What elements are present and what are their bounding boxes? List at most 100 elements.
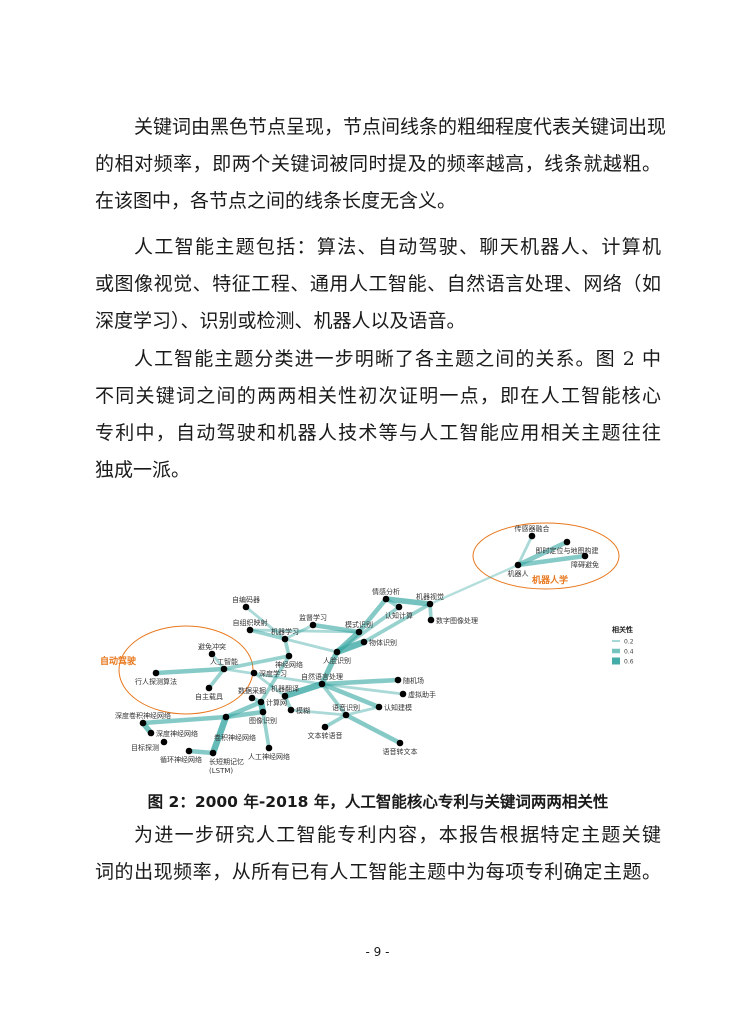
node-label: 监督学习 (299, 613, 327, 622)
network-edge (344, 705, 381, 717)
cluster-label: 自动驾驶 (100, 655, 137, 667)
network-edge (222, 654, 291, 671)
node-label: 人脸识别 (323, 656, 351, 665)
node-label: 随机场 (403, 676, 424, 685)
network-node (426, 600, 434, 608)
node-label: 卷积神经网络 (214, 733, 256, 742)
network-edge (383, 596, 433, 607)
node-label: 模糊 (296, 706, 310, 715)
paragraph-line: 在该图中，各节点之间的线条长度无含义。 (95, 190, 457, 212)
paragraph-line: 的相对频率，即两个关键词被同时提及的频率越高，线条就越粗。 (95, 153, 661, 175)
network-edge (515, 553, 588, 568)
node-label: 避免冲突 (198, 642, 226, 651)
network-node (265, 744, 273, 752)
network-edge (319, 649, 340, 687)
node-label: 模式识别 (345, 620, 373, 629)
network-node (160, 738, 168, 746)
network-node (220, 665, 228, 673)
network-node (318, 680, 326, 688)
network-edge (319, 681, 382, 710)
legend-title: 相关性 (612, 625, 633, 634)
paragraph-line: 深度学习）、识别或检测、机器人以及语音。 (95, 310, 466, 332)
network-edge (261, 710, 271, 750)
node-label: 循环神经网络 (160, 755, 202, 764)
network-node (259, 708, 267, 716)
network-node (563, 538, 571, 546)
network-edge (319, 677, 401, 687)
node-label: 神经网络 (275, 660, 303, 669)
network-node (321, 723, 329, 731)
network-node (248, 694, 256, 702)
node-label: 长短期记忆(LSTM) (209, 757, 244, 775)
network-edge (320, 682, 348, 717)
network-edge (248, 628, 361, 634)
network-node (257, 698, 265, 706)
node-label: 行人探测算法 (135, 677, 177, 686)
legend-label: 0.6 (624, 659, 634, 666)
network-node (209, 749, 217, 757)
figure-caption: 图 2：2000 年-2018 年，人工智能核心专利与关键词两两相关性 (147, 793, 609, 811)
network-edge (140, 714, 229, 726)
cluster-label: 机器人学 (532, 574, 568, 586)
node-label: 认知建模 (384, 703, 412, 712)
network-edge (343, 712, 403, 746)
paragraph-line: 关键词由黑色节点呈现，节点间线条的粗细程度代表关键词出现 (134, 116, 667, 138)
network-node (394, 676, 402, 684)
node-label: 文本转语音 (308, 731, 343, 740)
network-edge (289, 708, 348, 717)
network-node (285, 652, 293, 660)
node-label: 深度神经网络 (156, 729, 198, 738)
network-node (399, 690, 407, 698)
network-node (185, 747, 193, 755)
network-edge (209, 713, 230, 757)
network-edge (222, 667, 324, 686)
paragraph-line: 人工智能主题包括：算法、自动驾驶、聊天机器人、计算机 (134, 236, 661, 258)
network-node (208, 650, 216, 658)
node-label: 障碍避免 (571, 560, 599, 569)
network-node (246, 626, 254, 634)
node-label: 机器翻译 (271, 684, 299, 693)
network-node (281, 692, 289, 700)
node-label: 深度卷积神经网络 (115, 711, 171, 720)
network-edge (259, 654, 291, 704)
paragraph-line: 或图像视觉、特征工程、通用人工智能、自然语言处理、网络（如 (95, 273, 661, 295)
network-edge (356, 596, 389, 635)
network-node (396, 739, 404, 747)
network-edge (428, 563, 520, 606)
network-node (309, 621, 317, 629)
network-node (581, 552, 589, 560)
network-node (427, 616, 435, 624)
network-edge (515, 539, 570, 568)
network-node (333, 648, 341, 656)
node-label: 数据采掘 (238, 686, 266, 695)
node-label: 虚拟助手 (408, 690, 436, 699)
network-node (355, 628, 363, 636)
network-node (375, 703, 383, 711)
network-node (528, 532, 536, 540)
paragraph-line: 专利中，自动驾驶和机器人技术等与人工智能应用相关主题往往 (95, 422, 661, 444)
network-node (360, 638, 368, 646)
node-label: 语音识别 (332, 703, 360, 712)
network-edge (283, 637, 339, 654)
node-label: 自组织映射 (233, 618, 268, 627)
network-edge (186, 748, 216, 756)
network-node (152, 669, 160, 677)
network-edge (223, 709, 266, 720)
legend-label: 0.2 (624, 639, 634, 646)
network-edge (281, 680, 326, 700)
paragraph-line: 为进一步研究人工智能专利内容，本报告根据特定主题关键 (134, 824, 661, 846)
network-node (395, 603, 403, 611)
node-label: 机器学习 (271, 627, 299, 636)
node-label: 图像识别 (249, 716, 277, 725)
network-edge (310, 622, 362, 635)
node-label: 即时定位与地图构建 (536, 546, 599, 555)
paragraph-line: 人工智能主题分类进一步明晰了各主题之间的关系。图 2 中 (134, 348, 661, 370)
network-node (382, 595, 390, 603)
network-edge (153, 666, 227, 676)
network-edge (244, 605, 287, 641)
node-label: 传感器融合 (515, 524, 550, 533)
node-label: 人工神经网络 (248, 752, 290, 761)
network-edge (320, 682, 405, 696)
network-node (139, 719, 147, 727)
node-label: 机器人 (508, 569, 529, 578)
